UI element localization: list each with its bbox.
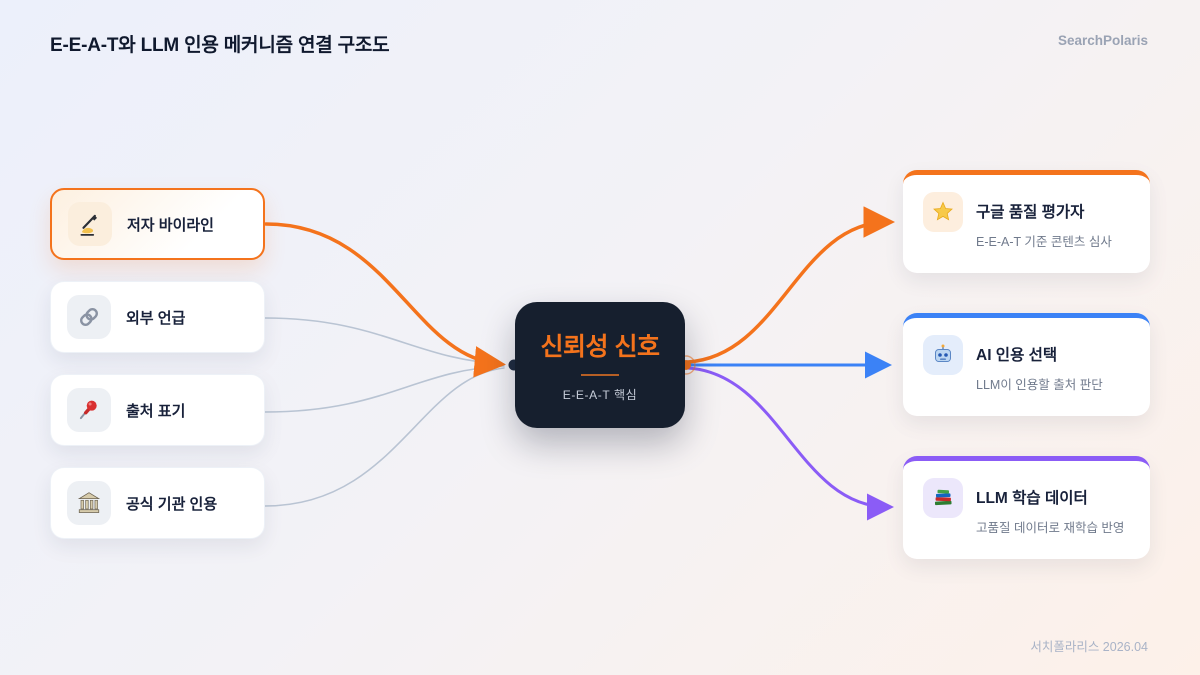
footer-credit: 서치폴라리스 2026.04: [1030, 640, 1148, 654]
star-icon: [923, 192, 963, 232]
writing-hand-icon: [68, 202, 112, 246]
node-llm-training: LLM 학습 데이터 고품질 데이터로 재학습 반영: [903, 456, 1150, 559]
node-label: 공식 기관 인용: [126, 495, 218, 513]
node-source-attribution: 출처 표기: [50, 374, 265, 446]
node-official-citation: 공식 기관 인용: [50, 467, 265, 539]
center-node-divider: [581, 374, 619, 376]
edge-official-citation: [264, 367, 505, 507]
node-title: LLM 학습 데이터: [976, 490, 1088, 507]
books-icon: [923, 478, 963, 518]
edge-external-mentions: [264, 317, 505, 365]
left-node-column: 저자 바이라인 외부 언급: [50, 188, 265, 539]
pushpin-icon: [67, 388, 111, 432]
node-label: 출처 표기: [126, 402, 186, 420]
bank-icon: [67, 481, 111, 525]
edge-source-attribution: [264, 365, 505, 413]
node-subtitle: 고품질 데이터로 재학습 반영: [976, 521, 1125, 535]
page-title: E-E-A-T와 LLM 인용 메커니즘 연결 구조도: [50, 35, 390, 56]
node-title: 구글 품질 평가자: [976, 204, 1085, 221]
brand-logo: SearchPolaris: [1057, 33, 1148, 48]
node-quality-rater: 구글 품질 평가자 E-E-A-T 기준 콘텐츠 심사: [903, 170, 1150, 273]
center-node-title: 신뢰성 신호: [540, 333, 660, 361]
node-label: 저자 바이라인: [127, 216, 214, 234]
node-subtitle: E-E-A-T 기준 콘텐츠 심사: [976, 235, 1112, 249]
edge-quality-rater: [686, 206, 895, 364]
node-title: AI 인용 선택: [976, 347, 1058, 364]
node-text: LLM 학습 데이터 고품질 데이터로 재학습 반영: [976, 478, 1124, 559]
center-node-subtitle: E-E-A-T 핵심: [562, 388, 638, 402]
center-node-trust-signal: 신뢰성 신호 E-E-A-T 핵심: [515, 302, 685, 428]
node-external-mentions: 외부 언급: [50, 281, 265, 353]
node-ai-citation: AI 인용 선택 LLM이 인용할 출처 판단: [903, 313, 1150, 416]
node-text: 구글 품질 평가자 E-E-A-T 기준 콘텐츠 심사: [976, 192, 1112, 273]
link-icon: [67, 295, 111, 339]
node-subtitle: LLM이 인용할 출처 판단: [976, 378, 1103, 392]
edge-llm-training: [686, 366, 894, 521]
node-text: AI 인용 선택 LLM이 인용할 출처 판단: [976, 335, 1103, 416]
edge-author-byline: [264, 222, 506, 378]
robot-icon: [923, 335, 963, 375]
node-label: 외부 언급: [126, 309, 186, 327]
node-author-byline: 저자 바이라인: [50, 188, 265, 260]
right-node-column: 구글 품질 평가자 E-E-A-T 기준 콘텐츠 심사 AI 인용 선택 LLM…: [903, 170, 1150, 559]
